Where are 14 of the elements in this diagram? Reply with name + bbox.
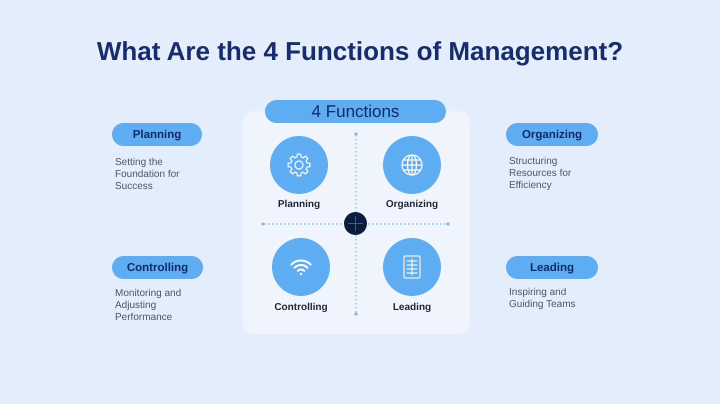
title: What Are the 4 Functions of Management? [96, 36, 624, 66]
function-label: Planning [276, 199, 322, 211]
function-label: Leading [392, 302, 432, 314]
description-text: Inspiring and Guiding Teams [509, 287, 577, 311]
description-text: Monitoring and Adjusting Performance [115, 288, 182, 324]
function-label: Controlling [273, 302, 329, 314]
function-label: Organizing [384, 199, 440, 211]
description-text: Structuring Resources for Efficiency [509, 156, 572, 192]
function-pill: Controlling [112, 256, 203, 279]
heading-pill: 4 Functions [265, 100, 446, 123]
function-pill: Planning [112, 123, 202, 146]
function-pill: Leading [506, 256, 598, 279]
description-text: Setting the Foundation for Success [115, 157, 180, 193]
function-pill: Organizing [506, 123, 598, 146]
